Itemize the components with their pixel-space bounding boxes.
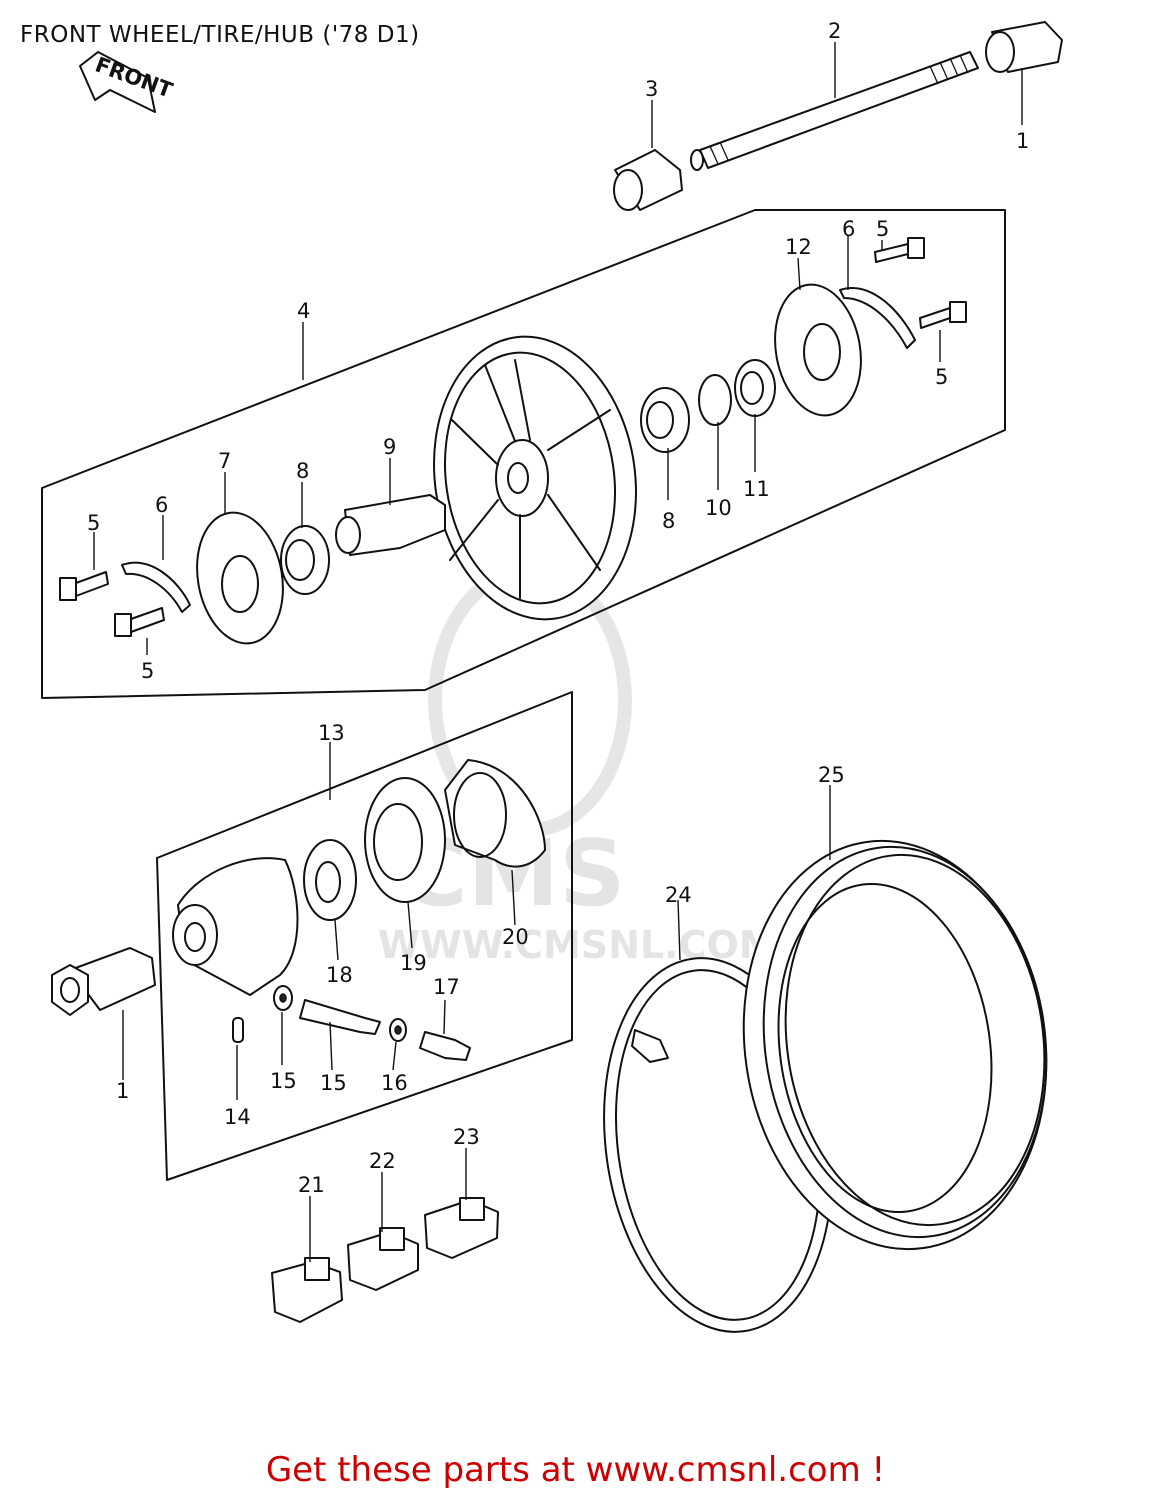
disc-plate-right xyxy=(774,283,862,417)
callout-7: 7 xyxy=(218,449,231,473)
callout-16: 15 xyxy=(320,1071,347,1095)
axle-nut-sleeve xyxy=(985,21,1063,73)
callout-4: 4 xyxy=(297,299,310,323)
axle-spacer xyxy=(613,149,683,211)
balance-weight-10g xyxy=(271,1257,343,1323)
callout-1-top: 1 xyxy=(1016,129,1029,153)
dowel-pin xyxy=(232,1017,244,1043)
callout-5-upper-right: 5 xyxy=(876,217,889,241)
washer-left xyxy=(273,985,293,1011)
bearing-right xyxy=(640,387,690,453)
callout-23: 23 xyxy=(453,1125,480,1149)
callout-18: 18 xyxy=(326,963,353,987)
footer-parts-link[interactable]: Get these parts at www.cmsnl.com ! xyxy=(265,1450,886,1490)
bolt-lower-right xyxy=(919,301,967,329)
callout-5-lower-left: 5 xyxy=(141,659,154,683)
speedo-housing xyxy=(172,857,299,996)
callout-6-right: 6 xyxy=(842,217,855,241)
callout-5-lower-right: 5 xyxy=(935,365,948,389)
callout-15-left: 15 xyxy=(270,1069,297,1093)
callout-14: 14 xyxy=(224,1105,251,1129)
callout-22: 22 xyxy=(369,1149,396,1173)
callouts: 1 2 3 4 5 5 5 5 6 6 7 8 8 9 10 11 12 13 … xyxy=(87,19,1029,1197)
speedo-pinion-bushing xyxy=(419,1031,471,1061)
callout-13: 13 xyxy=(318,721,345,745)
callout-20: 20 xyxy=(502,925,529,949)
diagram-title: FRONT WHEEL/TIRE/HUB ('78 D1) xyxy=(20,22,420,48)
speedo-drive-gear xyxy=(303,839,357,921)
cast-wheel xyxy=(433,335,637,621)
lock-plate-left xyxy=(121,561,191,613)
hub-bearing-seal xyxy=(364,777,446,903)
callout-21: 21 xyxy=(298,1173,325,1197)
callout-17: 17 xyxy=(433,975,460,999)
bolt-upper-left xyxy=(59,571,109,601)
bolt-lower-left xyxy=(114,607,165,637)
callout-12: 12 xyxy=(785,235,812,259)
callout-24: 24 xyxy=(665,883,692,907)
callout-5-upper-left: 5 xyxy=(87,511,100,535)
leader-lines xyxy=(93,42,1023,1262)
bearing-left xyxy=(280,525,330,595)
speedo-pinion-gear xyxy=(299,999,381,1035)
lock-plate-right xyxy=(839,287,916,349)
callout-11: 11 xyxy=(743,477,770,501)
callout-6-left: 6 xyxy=(155,493,168,517)
circlip xyxy=(698,374,732,426)
axle-shaft xyxy=(690,51,979,171)
balance-weight-30g xyxy=(424,1197,499,1259)
bolt-upper-right xyxy=(874,237,925,263)
speedo-gearbox-frame xyxy=(156,691,573,1181)
tire xyxy=(742,839,1048,1251)
cms-watermark: CMS WWW.CMSNL.COM xyxy=(378,563,777,967)
balance-weight-20g xyxy=(347,1227,419,1291)
disc-plate-left xyxy=(196,511,284,645)
callout-8-left: 8 xyxy=(296,459,309,483)
callout-1-bottom: 1 xyxy=(116,1079,129,1103)
callout-9: 9 xyxy=(383,435,396,459)
wheel-assembly-frame xyxy=(41,209,1006,699)
callout-19: 19 xyxy=(400,951,427,975)
axle-nut-left xyxy=(51,947,156,1016)
hub-spacer xyxy=(335,494,446,556)
washer-right xyxy=(389,1018,407,1042)
callout-3: 3 xyxy=(645,77,658,101)
callout-2: 2 xyxy=(828,19,841,43)
oil-seal xyxy=(734,359,776,417)
callout-8-right: 8 xyxy=(662,509,675,533)
callout-10: 10 xyxy=(705,496,732,520)
speedo-gear-drive-plate xyxy=(444,759,546,868)
callout-15-right: 16 xyxy=(381,1071,408,1095)
callout-25: 25 xyxy=(818,763,845,787)
front-arrow-icon: FRONT xyxy=(79,51,176,113)
